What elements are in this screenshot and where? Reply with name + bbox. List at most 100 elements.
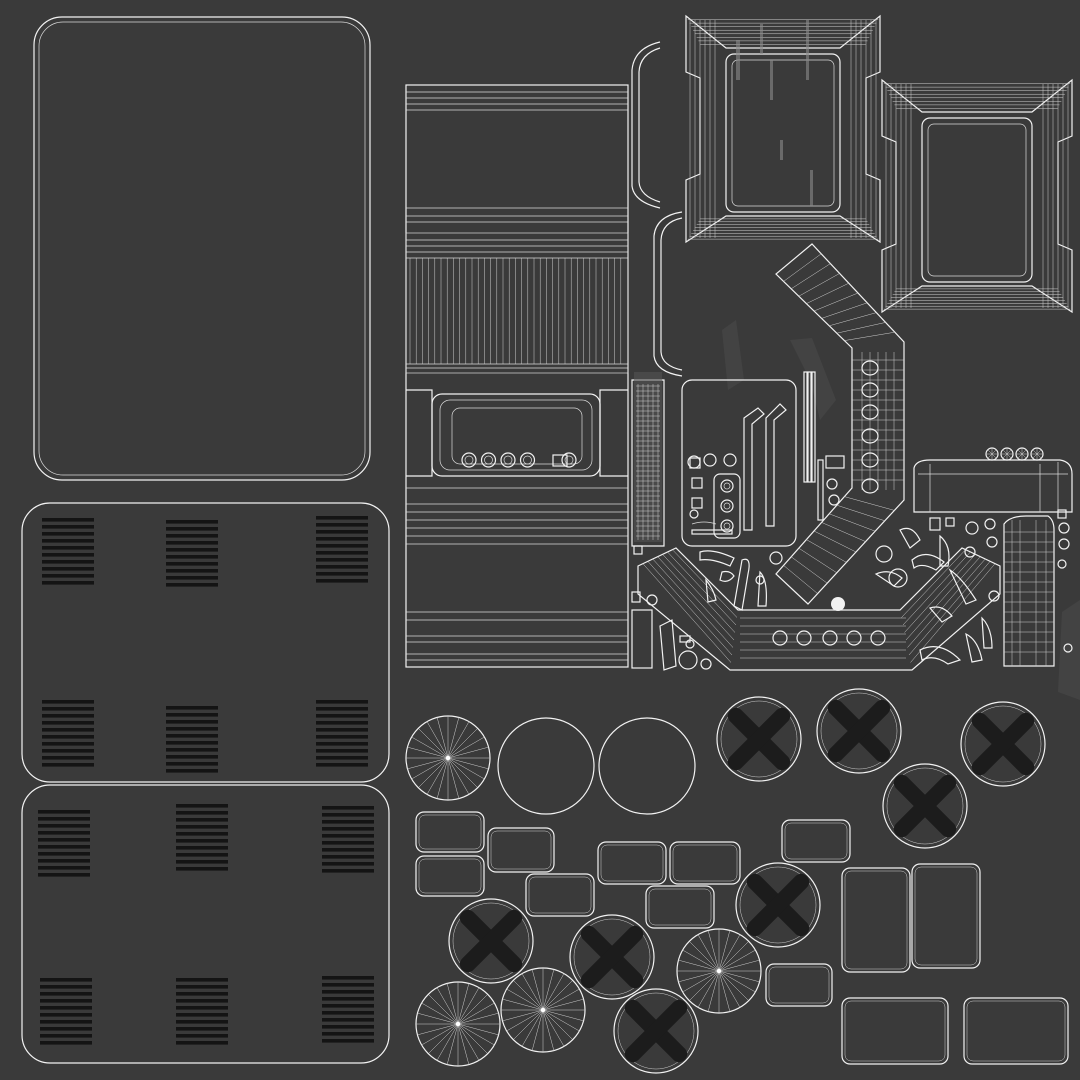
cap-rim-inner [573,918,651,996]
vent-slot [322,827,374,831]
vent-slot [42,763,94,767]
vent-slot [166,713,218,717]
vent-slot [176,999,228,1003]
small-part-block [679,635,691,643]
tube-ring [806,539,847,563]
knob-spoke [1021,453,1027,459]
tray-ring [902,552,971,626]
knob-spoke [991,453,997,459]
small-part-block [633,545,643,555]
vent-slot-group [316,516,368,583]
cap-rim [716,696,802,782]
cap-spoke [678,959,720,972]
vent-slot [316,551,368,555]
cap-rim [735,862,821,948]
vent-slot [322,834,374,838]
vent-slot [42,742,94,746]
vent-slot-group [176,804,228,871]
tube-ring [783,253,822,282]
tube-ring [806,282,849,304]
vent-slot [40,992,92,996]
large-panel-island [33,16,371,481]
vent-slot [38,838,90,842]
housing-islands [685,14,1073,314]
vent-slot [42,567,94,571]
vent-slot [166,576,218,580]
cap-spoke [447,728,478,759]
pad-outline [781,819,851,863]
cap-spoke [447,757,489,770]
screen-knob [480,452,497,468]
cap-spoke [457,987,480,1025]
housing-reflection [810,170,813,206]
cap-spoke [506,1009,544,1032]
cap-spoke [436,757,449,799]
panel-knob [720,479,734,493]
cap-spoke [457,1023,495,1046]
pad-inner [418,858,482,894]
screen-knob [500,452,516,468]
front-strip-island [405,84,629,668]
cap-center [540,1007,546,1013]
cap-rim [882,763,968,849]
cap-spoke [447,757,478,788]
screen-knob-inner [484,455,493,465]
small-part-curve [733,558,750,611]
small-part-round [875,545,893,563]
vent-slot [40,1027,92,1031]
cap-spoke [446,983,459,1025]
vent-slot [316,565,368,569]
vent-slot [322,976,374,980]
tube-ring [791,556,828,584]
small-part-curve [699,550,735,567]
tube-knob [861,360,879,376]
tray-ring [907,559,986,648]
small-part-round [1057,559,1067,569]
pad-inner [648,888,712,926]
small-part-curve [981,616,993,649]
vent-slot [316,579,368,583]
cap-spoke [447,736,485,759]
cap-spoke [718,949,756,972]
vent-slot [38,831,90,835]
small-part-round [700,658,712,670]
knob-spoke [1036,453,1042,459]
vent-slot [166,748,218,752]
vent-slot [38,824,90,828]
small-part-curve [948,568,977,605]
cap-spoke [502,998,544,1011]
cap-spoke [718,959,760,972]
pad-outline [487,827,555,873]
spoked-cap [500,967,586,1053]
cap-spoke [502,1009,544,1022]
cap-spoke [447,757,460,799]
crossed-cap [882,763,968,849]
panel-bracket [765,403,787,527]
cap-spoke [457,1012,499,1025]
panel-tab [825,455,845,469]
vent-slot [322,869,374,873]
tube-knob [861,404,879,420]
pad-inner [672,844,738,882]
vent-slot [176,846,228,850]
cap-cross [893,774,957,838]
cap-cross [580,925,644,989]
cap-spoke [542,1009,565,1047]
vent-slot [316,700,368,704]
pad-islands [415,811,1069,1065]
vent-slot [176,1041,228,1045]
pad-inner [844,870,908,970]
vent-slot [322,997,374,1001]
tube-ring [813,292,859,312]
cap-rim-inner [820,692,898,770]
small-part-round [988,590,1000,602]
cap-spoke [457,1002,495,1025]
small-part-curve [899,527,921,549]
vent-slot [42,553,94,557]
vent-slot [38,873,90,877]
knob-spoke [991,449,997,455]
knob-block-island [913,447,1073,513]
panel-knob-inner [723,502,731,510]
screen-knob [461,452,477,468]
knob-spoke [1032,453,1038,459]
